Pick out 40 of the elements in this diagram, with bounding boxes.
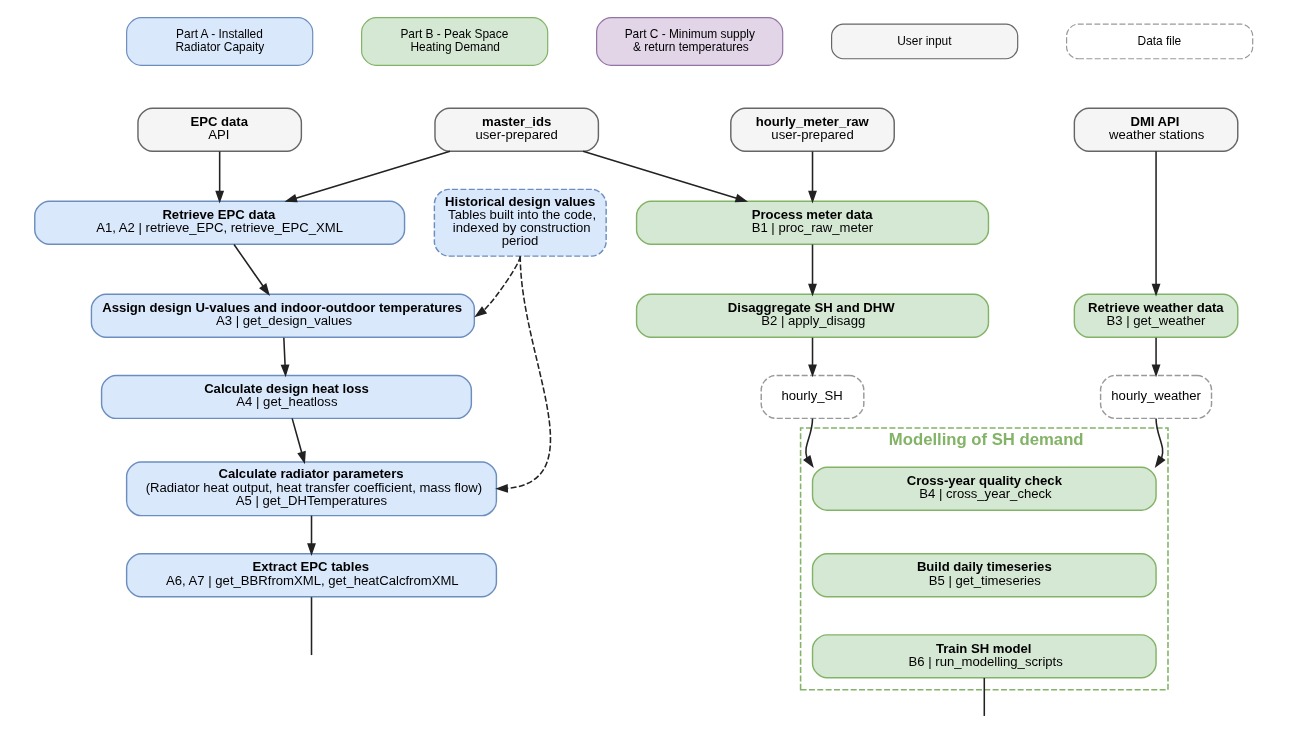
node-box: Retrieve weather data B3 | get_weather [1073, 293, 1239, 338]
node-box: master_ids user-prepared [434, 107, 600, 152]
arrow [307, 514, 316, 556]
legend-label: Part A - Installed Radiator Capaity [175, 26, 265, 54]
node-box: Extract EPC tables A6, A7 | get_BBRfromXML, get_heatCalcfromXML [125, 553, 498, 598]
arrow [215, 150, 225, 204]
node-box: hourly_meter_raw user-prepared [730, 107, 895, 152]
arrow [284, 150, 451, 203]
arrow [233, 243, 270, 297]
arrow [495, 255, 551, 493]
arrow [280, 336, 290, 378]
node-box: Assign design U-values and indoor-outdoor temperatures A3 | get_design_values [90, 293, 476, 338]
node-box: hourly_SH [760, 374, 865, 420]
connector [983, 677, 986, 717]
legend-label: Part C - Minimum supply & return temperatures [624, 26, 755, 54]
node-box: Build daily timeseries B5 | get_timeseries [811, 553, 1157, 598]
node-box: Historical design values Tables built into the code, indexed by construction period [433, 188, 607, 257]
node-box: Cross-year quality check B4 | cross_year_check [811, 466, 1157, 511]
arrow [1151, 336, 1161, 378]
node-box: Calculate design heat loss A4 | get_heatloss [100, 374, 473, 420]
arrow [1151, 150, 1161, 297]
node-box: Retrieve EPC data A1, A2 | retrieve_EPC, retrieve_EPC_XML [34, 200, 406, 245]
legend-label: User input [897, 34, 952, 49]
node-box: Process meter data B1 | proc_raw_meter [635, 200, 990, 245]
arrow [808, 336, 817, 378]
arrow [582, 150, 749, 203]
connector [310, 596, 313, 656]
arrow [291, 417, 306, 465]
arrow [803, 417, 814, 469]
legend-label: Part B - Peak Space Heating Demand [400, 26, 509, 54]
node-box: DMI API weather stations [1073, 107, 1239, 152]
arrow [808, 243, 817, 297]
arrow [1154, 417, 1166, 469]
node-box: Calculate radiator parameters (Radiator heat output, heat transfer coefficient, mass flow) A5 | get_DHTemperatures [125, 461, 498, 517]
node-box: EPC data API [137, 107, 303, 152]
node-box: Disaggregate SH and DHW B2 | apply_disagg [635, 293, 990, 338]
arrow [808, 150, 817, 204]
legend-label: Data file [1137, 34, 1182, 49]
node-box: hourly_weather [1099, 374, 1213, 420]
node-box: Train SH model B6 | run_modelling_scripts [811, 634, 1157, 679]
